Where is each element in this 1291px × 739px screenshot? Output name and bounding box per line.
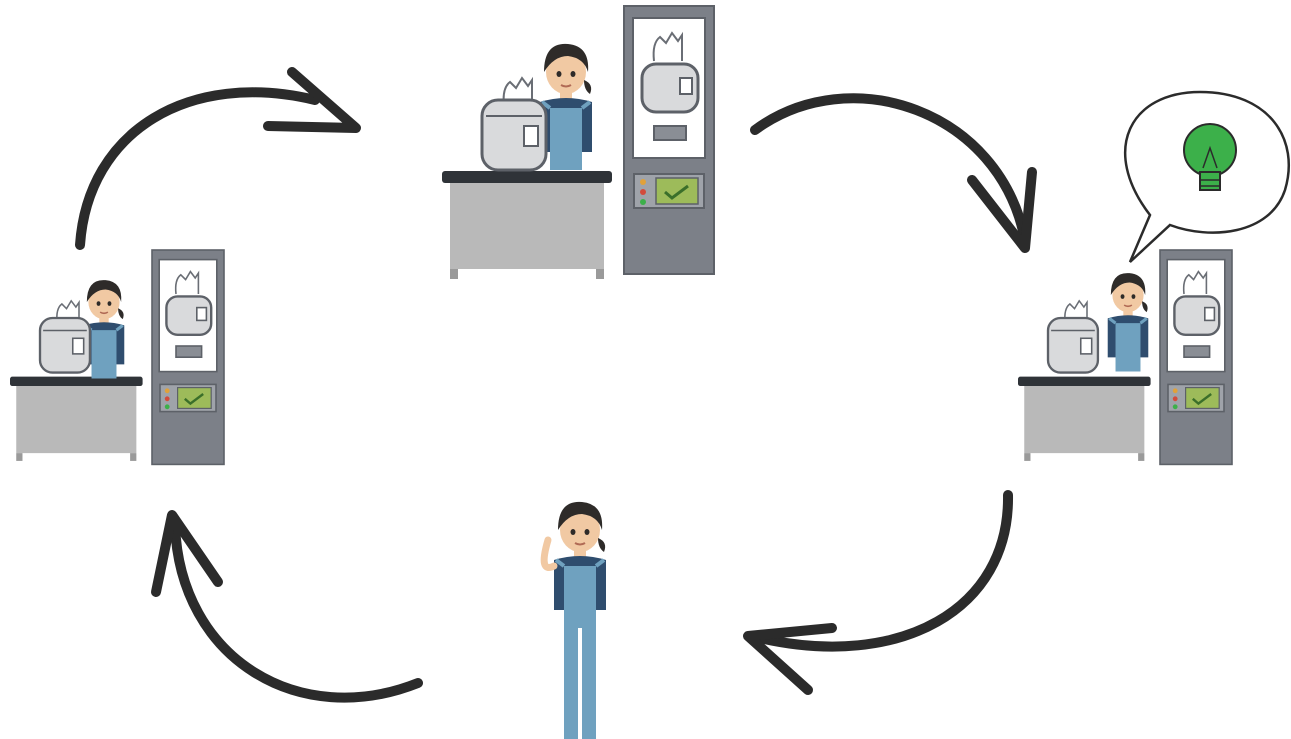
arrow-bottom-to-left [151, 510, 423, 703]
arrow-top-to-right [750, 93, 1037, 253]
thought-bubble [1123, 90, 1290, 263]
worker [540, 499, 608, 739]
worker [538, 41, 594, 172]
worker [1106, 271, 1150, 374]
work-bench [442, 171, 612, 279]
stage-top [442, 4, 716, 279]
test-machine [1158, 248, 1234, 466]
work-bench [1018, 376, 1151, 461]
work-bench [10, 376, 143, 461]
test-machine [622, 4, 716, 276]
test-machine [150, 248, 226, 466]
arrow-left-to-top [75, 67, 361, 250]
pressure-apparatus [38, 299, 92, 374]
pressure-apparatus [480, 76, 548, 172]
lightbulb-icon [1183, 123, 1237, 191]
stage-right [1018, 90, 1290, 466]
pressure-apparatus [1046, 299, 1100, 374]
stage-left [10, 248, 226, 466]
stage-bottom [540, 499, 608, 739]
arrow-right-to-bottom [743, 490, 1014, 695]
